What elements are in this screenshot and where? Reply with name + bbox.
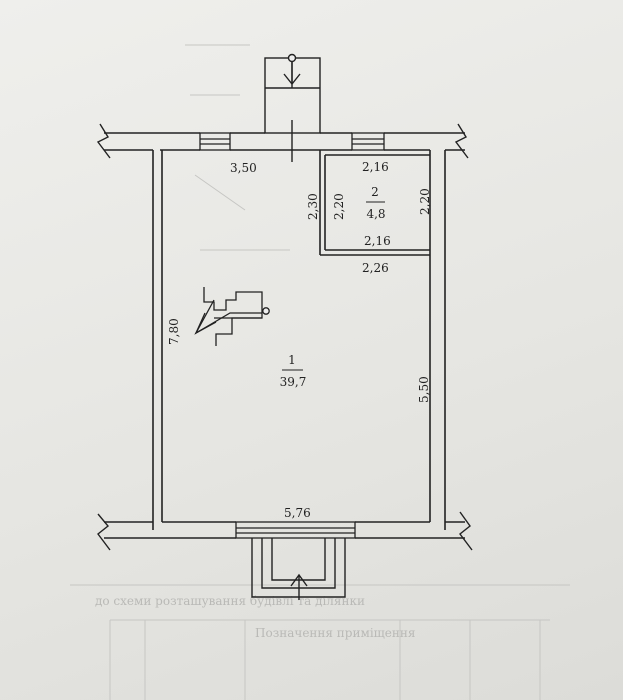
- break-lines: [96, 123, 473, 551]
- background-table-header: Позначення приміщення: [255, 626, 415, 640]
- dim-room1-below-closet-width: 2,26: [362, 261, 389, 275]
- dim-room1-left-height: 7,80: [167, 318, 181, 345]
- room-2-area: 4,8: [366, 207, 385, 221]
- room-1-number: 1: [288, 353, 296, 367]
- room-2-number: 2: [371, 185, 379, 199]
- room-1-area: 39,7: [280, 375, 307, 389]
- stair: [194, 287, 270, 346]
- dim-room2-top-width: 2,16: [362, 160, 389, 174]
- dim-room1-bottom-width: 5,76: [284, 506, 311, 520]
- room-1-label: 1 39,7: [280, 353, 307, 389]
- dim-room2-left-height-b: 2,20: [332, 193, 346, 220]
- walls: [104, 132, 465, 539]
- room-2-label: 2 4,8: [366, 185, 386, 221]
- window-top-left: [199, 132, 231, 151]
- dim-room2-right-height: 2,20: [418, 188, 432, 215]
- dim-room1-top-width: 3,50: [230, 161, 257, 175]
- background-ghost: [70, 44, 570, 700]
- background-caption: до схеми розташування будівлі та ділянки: [95, 594, 365, 608]
- window-top-right: [351, 132, 385, 151]
- dim-room1-right-height: 5,50: [417, 376, 431, 403]
- entrance-porch-bottom: [251, 538, 346, 600]
- window-bottom: [235, 521, 356, 539]
- dim-room2-bottom-width: 2,16: [364, 234, 391, 248]
- dim-room2-left-height-a: 2,30: [306, 193, 320, 220]
- entrance-porch-top: [264, 53, 321, 162]
